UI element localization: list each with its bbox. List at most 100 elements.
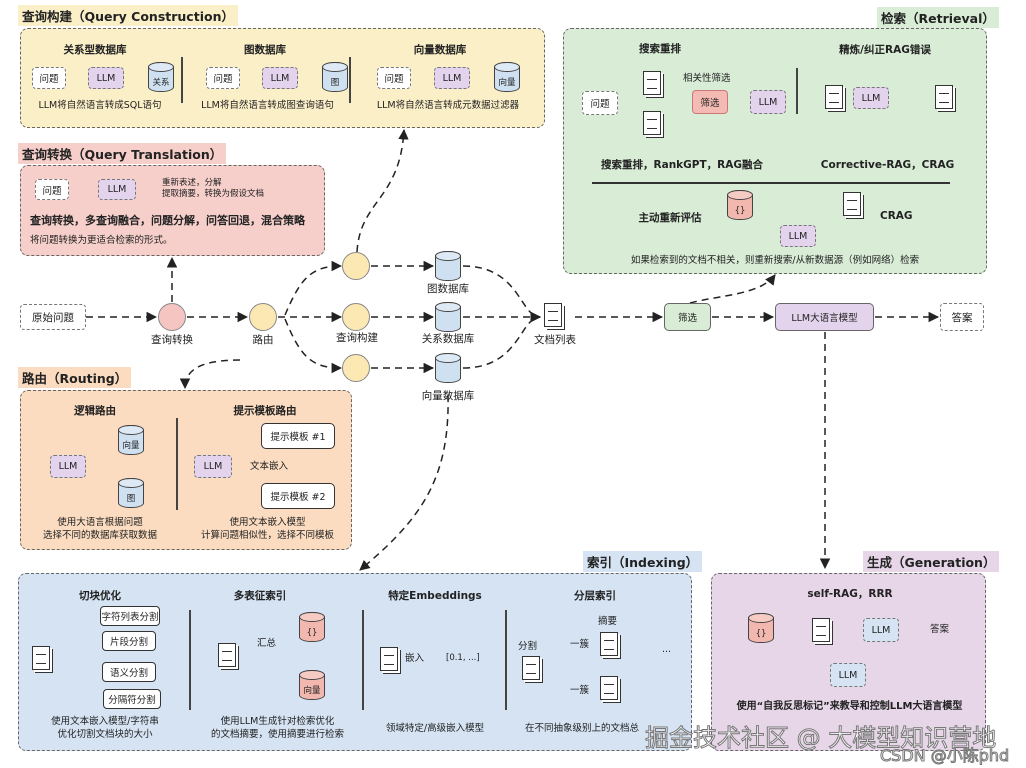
- section-heading: self-RAG，RRR: [807, 588, 893, 600]
- caption: 使用LLM生成针对检索优化: [220, 716, 335, 727]
- database-icon: {}: [748, 613, 774, 643]
- section-heading: 图数据库: [244, 44, 286, 56]
- section-heading: 搜索重排: [639, 43, 681, 55]
- watermark: CSDN @小陈phd: [879, 746, 1010, 766]
- section-heading: 特定Embeddings: [388, 590, 482, 602]
- database-icon: 图: [322, 62, 348, 92]
- caption: 选择不同的数据库获取数据: [42, 530, 157, 541]
- chunk-method-box: 语义分割: [102, 662, 156, 682]
- caption: 在不同抽象级别上的文档总: [525, 723, 640, 734]
- document-list-icon: [544, 303, 562, 327]
- edge-label: 文本嵌入: [250, 461, 289, 472]
- llm-box: LLM: [750, 90, 786, 114]
- vector-db-icon: 向量: [118, 425, 144, 455]
- section-heading: 精炼/纠正RAG错误: [839, 44, 931, 56]
- node-label: 关系数据库: [421, 333, 475, 345]
- document-icon: [600, 676, 618, 700]
- document-icon: [600, 632, 618, 656]
- node-label: 向量数据库: [421, 390, 475, 402]
- database-icon: 向量: [494, 62, 520, 92]
- question-box: 问题: [32, 67, 66, 89]
- question-box: 问题: [35, 179, 69, 200]
- database-icon: 关系: [148, 62, 174, 92]
- retrieval-title: 检索（Retrieval）: [877, 7, 999, 28]
- edge-label: 嵌入: [405, 653, 425, 664]
- node-label: 分割: [518, 641, 538, 652]
- caption: 如果检索到的文档不相关，则重新搜索/从新数据源（例如网络）检索: [630, 255, 920, 266]
- graph-db-icon: [435, 251, 461, 281]
- llm-box: LLM: [780, 225, 816, 247]
- watermark: 掘金技术社区 @ 大模型知识营地: [644, 724, 997, 753]
- edge-label: 相关性筛选: [683, 73, 731, 84]
- indexing-title: 索引（Indexing）: [583, 551, 703, 572]
- methods-label: CRAG: [880, 210, 913, 222]
- caption: LLM将自然语言转成图查询语句: [201, 100, 334, 111]
- graph-db-icon: 图: [118, 478, 144, 508]
- section-heading: 主动重新评估: [638, 212, 702, 224]
- section-heading: 分层索引: [574, 590, 616, 602]
- section-heading: 向量数据库: [413, 44, 467, 56]
- prompt-template-box: 提示模板 #1: [261, 423, 335, 449]
- node-label: 文档列表: [534, 334, 576, 346]
- query-construction-node: [342, 303, 370, 331]
- caption: 优化切割文档块的大小: [57, 729, 153, 740]
- relational-db-icon: [435, 302, 461, 332]
- document-icon: [218, 643, 236, 667]
- document-icon: [32, 646, 50, 670]
- document-icon: [643, 111, 661, 135]
- llm-box: LLM: [98, 179, 136, 200]
- node-label: 路由: [252, 334, 274, 346]
- vector-db-icon: [435, 353, 461, 383]
- ellipsis: ...: [662, 644, 672, 655]
- vector-db-icon: 向量: [299, 670, 325, 700]
- answer-label: 答案: [930, 624, 950, 635]
- generation-title: 生成（Generation）: [863, 551, 1000, 572]
- filter-box: 筛选: [692, 90, 728, 114]
- section-heading: 多表征索引: [233, 590, 287, 602]
- edge-label: 汇总: [257, 638, 277, 649]
- cluster-label: 一簇: [570, 639, 590, 650]
- query-translation-panel: [20, 165, 325, 256]
- cluster-label: 一簇: [570, 685, 590, 696]
- llm-node: LLM大语言模型: [775, 303, 874, 331]
- routing-node: [249, 303, 277, 331]
- caption: 的文档摘要，使用摘要进行检索: [210, 729, 344, 740]
- node-label: 摘要: [598, 616, 618, 627]
- chunk-method-box: 片段分割: [102, 631, 156, 651]
- llm-box: LLM: [50, 455, 86, 478]
- caption: 计算问题相似性，选择不同模板: [200, 530, 334, 541]
- caption: 使用大语言根据问题: [57, 517, 143, 528]
- query-construction-title: 查询构建（Query Construction）: [18, 5, 238, 26]
- chunk-method-box: 字符列表分割: [100, 606, 160, 626]
- document-icon: [643, 71, 661, 95]
- retrieval-panel: [563, 28, 987, 274]
- section-heading: 切块优化: [79, 590, 121, 602]
- original-question-node: 原始问题: [20, 304, 86, 330]
- section-heading: 关系型数据库: [63, 44, 127, 56]
- llm-box: LLM: [853, 87, 889, 109]
- document-icon: [935, 85, 953, 109]
- routing-title: 路由（Routing）: [18, 367, 132, 388]
- section-heading: 逻辑路由: [74, 405, 116, 417]
- caption: 将问题转换为更适合检索的形式。: [30, 235, 173, 246]
- node-label: 图数据库: [427, 283, 469, 295]
- caption: 使用“自我反思标记”来教导和控制LLM大语言模型: [736, 701, 963, 712]
- filter-node: 筛选: [664, 303, 711, 331]
- database-icon: {}: [299, 612, 325, 642]
- methods-label: Corrective-RAG，CRAG: [820, 159, 955, 171]
- document-icon: [812, 618, 830, 642]
- document-icon: [843, 192, 861, 216]
- query-translation-node: [158, 303, 186, 331]
- caption: LLM将自然语言转成SQL语句: [38, 100, 162, 111]
- methods-label: 搜索重排，RankGPT，RAG融合: [601, 159, 763, 171]
- query-construction-node: [342, 354, 370, 382]
- document-icon: [825, 85, 843, 109]
- generation-panel: [711, 573, 986, 751]
- translation-methods: 查询转换，多查询融合，问题分解，问答回退，混合策略: [30, 214, 305, 227]
- database-icon: {}: [727, 190, 753, 220]
- caption: LLM将自然语言转成元数据过滤器: [376, 100, 520, 111]
- query-translation-title: 查询转换（Query Translation）: [18, 143, 227, 164]
- chunk-method-box: 分隔符分割: [103, 689, 161, 709]
- caption: 领域特定/高级嵌入模型: [385, 723, 485, 734]
- prompt-template-box: 提示模板 #2: [261, 483, 335, 509]
